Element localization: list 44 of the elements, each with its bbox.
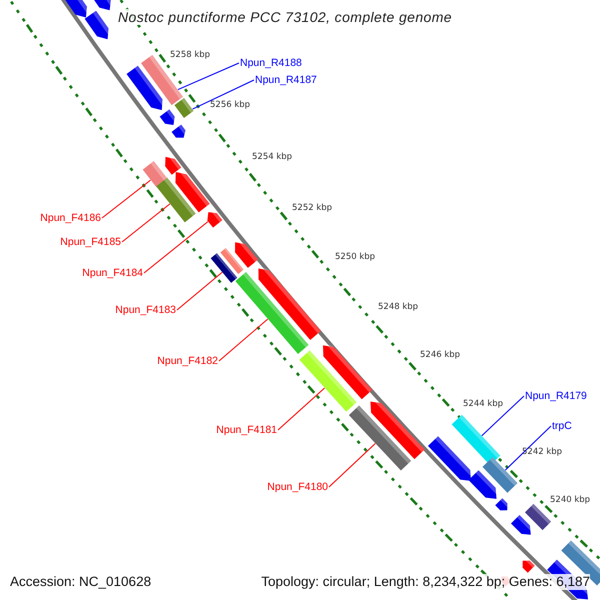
title: Nostoc punctiforme PCC 73102, complete genome	[118, 9, 452, 25]
leader-line	[144, 221, 208, 274]
gene-block	[299, 350, 357, 412]
leader-line	[122, 203, 170, 242]
footer-text: Accession: NC_010628	[10, 574, 152, 590]
gene-block	[348, 406, 412, 470]
leader-line	[278, 388, 326, 430]
tick-label: 5254 kbp	[252, 152, 292, 162]
tick-label: 5242 kbp	[522, 447, 562, 457]
gene-label: Npun_R4187	[255, 74, 317, 86]
gene-label: Npun_R4188	[240, 57, 302, 69]
leader-line	[176, 272, 223, 310]
gene-block	[207, 210, 222, 228]
gene-label: Npun_F4185	[60, 236, 121, 248]
gene-block	[142, 161, 168, 187]
leader-line	[481, 396, 524, 436]
tick-label: 5240 kbp	[550, 495, 590, 505]
gene-label: Npun_F4183	[115, 304, 176, 316]
gene-block	[165, 155, 182, 175]
gene-block	[235, 272, 309, 354]
gene-label: Npun_F4182	[157, 355, 218, 367]
gene-block	[482, 457, 518, 493]
gene-label: Npun_F4180	[267, 481, 328, 493]
leader-line	[328, 443, 376, 488]
gene-label: Npun_F4181	[216, 424, 277, 436]
gene-label: trpC	[552, 420, 572, 432]
tick-label: 5252 kbp	[292, 203, 332, 213]
tick-label: 5258 kbp	[170, 50, 210, 60]
gene-label: Npun_F4184	[82, 267, 143, 279]
gene-block	[210, 253, 238, 283]
gene-label: Npun_R4179	[525, 390, 587, 402]
tick-label: 5248 kbp	[378, 302, 418, 312]
leader-line	[178, 62, 240, 90]
leader-line	[504, 426, 552, 471]
leader-line	[102, 180, 152, 218]
leader-line	[192, 80, 254, 110]
tick-label: 5246 kbp	[420, 350, 460, 360]
leader-line	[218, 318, 268, 362]
tick-label: 5250 kbp	[335, 252, 376, 262]
gene-block	[156, 178, 196, 222]
gene-label: Npun_F4186	[40, 212, 101, 224]
tick-label: 5256 kbp	[210, 100, 250, 110]
tick-label: 5244 kbp	[463, 399, 504, 409]
gene-block	[174, 98, 194, 118]
